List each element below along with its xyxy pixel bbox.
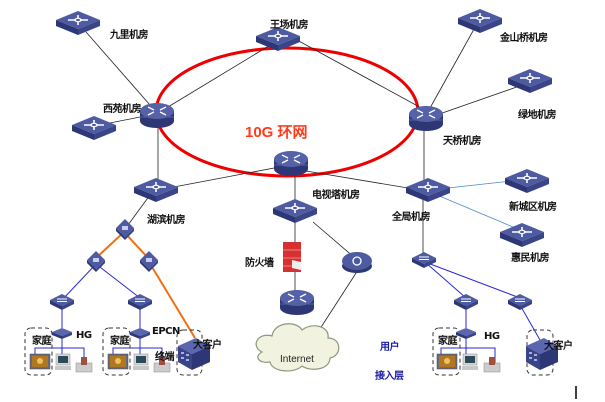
bras-device-icon[interactable] <box>342 252 372 273</box>
label-huimin: 惠民机房 <box>511 253 550 264</box>
label-jinshanqiao: 金山桥机房 <box>500 33 548 44</box>
label-firewall: 防火墙 <box>245 258 274 269</box>
access-switch-epcn[interactable] <box>127 293 153 311</box>
switch-quanju[interactable] <box>405 177 451 203</box>
label-home: 家庭 <box>32 336 52 347</box>
label-user: 用户 <box>380 342 400 353</box>
label-quanju: 全局机房 <box>392 212 431 223</box>
label-xiyuan: 西苑机房 <box>103 104 142 115</box>
label-access-layer: 接入层 <box>375 371 404 382</box>
hg-device-right[interactable] <box>456 328 476 339</box>
label-epcn: EPCN <box>152 326 180 337</box>
access-switch-right-2[interactable] <box>507 293 533 311</box>
phone-icon <box>483 356 501 373</box>
router-dianshita[interactable] <box>273 150 309 177</box>
internet-cloud-icon <box>255 323 340 372</box>
label-xinchengqu: 新城区机房 <box>509 202 557 213</box>
internet-label: Internet <box>280 354 314 365</box>
pc-icon <box>54 353 72 371</box>
router-internet[interactable] <box>279 289 315 316</box>
access-switch-right-1[interactable] <box>453 293 479 311</box>
phone-icon <box>75 356 93 373</box>
tv-icon <box>107 353 129 370</box>
tv-icon <box>29 353 51 370</box>
label-wangchang: 王场机房 <box>270 20 309 31</box>
tv-icon <box>436 353 458 370</box>
label-tianqiao: 天桥机房 <box>443 136 482 147</box>
epcn-device[interactable] <box>130 328 150 339</box>
hg-device-left[interactable] <box>52 328 72 339</box>
orange-links <box>95 231 196 339</box>
router-xiyuan[interactable] <box>139 102 175 129</box>
switch-hubin[interactable] <box>133 177 179 203</box>
access-switch-quanju[interactable] <box>411 251 437 269</box>
switch-jinshanqiao[interactable] <box>457 8 503 34</box>
switch-lvdi[interactable] <box>507 68 553 94</box>
core-links <box>85 21 532 336</box>
splitter-right[interactable] <box>140 251 158 272</box>
label-hg: HG <box>484 331 500 342</box>
label-hg: HG <box>76 330 92 341</box>
switch-huimin[interactable] <box>499 222 545 248</box>
switch-xinchengqu[interactable] <box>504 168 550 194</box>
switch-xiyuan-side[interactable] <box>71 115 117 141</box>
label-big-customer: 大客户 <box>193 340 222 351</box>
switch-jiuli[interactable] <box>55 10 101 36</box>
access-switch-left[interactable] <box>49 293 75 311</box>
label-jiuli: 九里机房 <box>110 30 149 41</box>
label-dianshita: 电视塔机房 <box>312 190 360 201</box>
router-tianqiao[interactable] <box>408 105 444 132</box>
switch-core-dianshita[interactable] <box>272 198 318 224</box>
label-home: 家庭 <box>438 336 458 347</box>
label-terminal: 终端 <box>155 352 175 363</box>
firewall-icon[interactable] <box>283 242 301 272</box>
label-lvdi: 绿地机房 <box>518 110 557 121</box>
label-hubin: 湖滨机房 <box>147 215 186 226</box>
ring-label: 10G 环网 <box>245 124 308 141</box>
label-big-customer: 大客户 <box>544 341 573 352</box>
pc-icon <box>461 353 479 371</box>
pc-icon <box>132 353 150 371</box>
label-home: 家庭 <box>110 336 130 347</box>
